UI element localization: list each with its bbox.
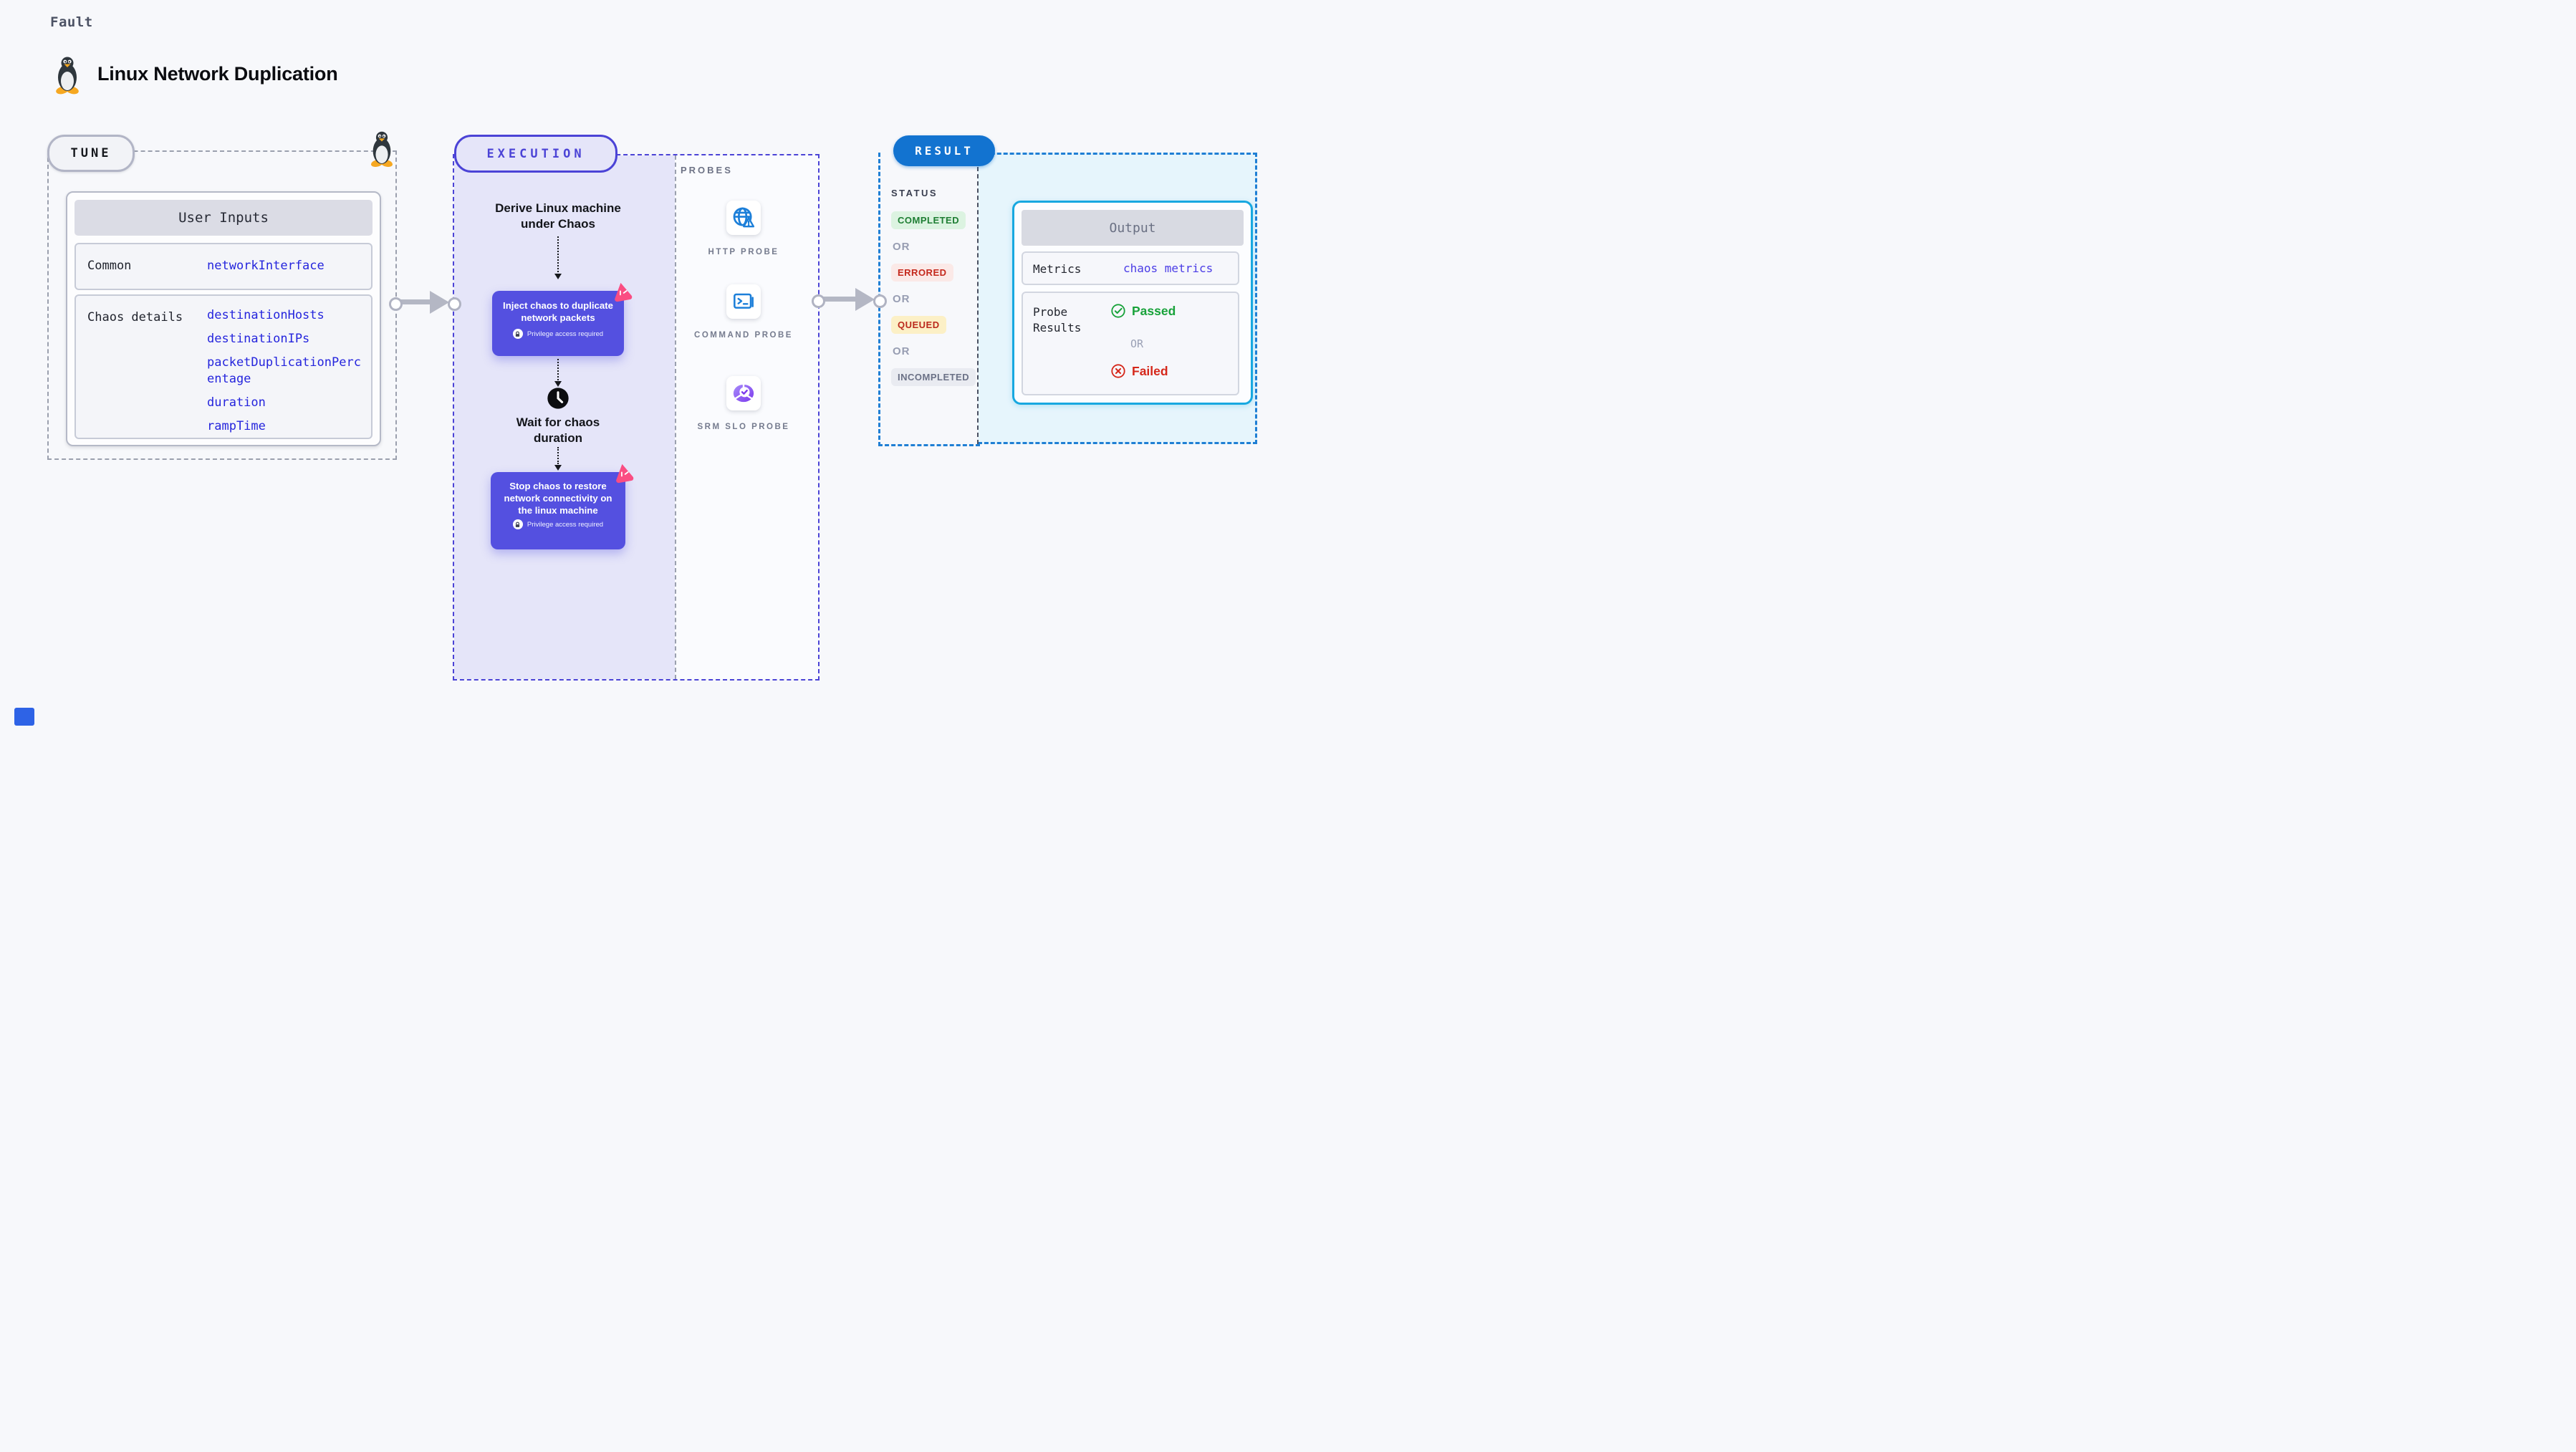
status-badge-queued: QUEUED [891, 316, 946, 334]
srm-slo-probe-card [726, 376, 761, 410]
metrics-value: chaos metrics [1123, 261, 1213, 275]
inject-step-label: Inject chaos to duplicate network packet… [503, 300, 613, 323]
flow-arrow-head [554, 274, 562, 279]
slo-donut-icon [733, 383, 754, 403]
connector-circle [873, 294, 887, 308]
wait-step-label: Wait for chaos duration [516, 415, 600, 445]
status-badge-errored: ERRORED [891, 264, 953, 282]
user-inputs-header: User Inputs [75, 200, 373, 236]
input-value: rampTime [207, 419, 266, 433]
probe-label: SRM SLO PROBE [697, 423, 790, 431]
terminal-icon [734, 293, 754, 309]
input-value: packetDuplicationPercentage [207, 355, 361, 386]
connector-circle [448, 297, 461, 311]
x-circle-icon [1111, 364, 1125, 378]
command-probe-card [726, 284, 761, 319]
flow-arrow [557, 447, 559, 464]
globe-alert-icon [733, 207, 755, 228]
status-badge-completed: COMPLETED [891, 211, 966, 229]
probe-label: COMMAND PROBE [694, 331, 793, 340]
privilege-note: Privilege access required [527, 520, 604, 529]
inject-chaos-node: Inject chaos to duplicate network packet… [492, 282, 633, 356]
derive-step-label: Derive Linux machine under Chaos [495, 201, 621, 231]
probes-panel [675, 155, 818, 679]
input-row-chaos-details: Chaos details destinationHosts destinati… [75, 294, 373, 439]
check-circle-icon [1111, 304, 1125, 318]
probes-heading: PROBES [681, 165, 733, 176]
fault-kicker: Fault [50, 14, 93, 30]
input-value: duration [207, 395, 266, 410]
connector-circle [812, 294, 825, 308]
tux-penguin-icon [56, 57, 79, 95]
probe-results-row: Probe Results Passed OR Failed [1022, 292, 1239, 395]
connector-circle [389, 297, 403, 311]
tune-badge: TUNE [47, 135, 135, 172]
arrow-head [430, 291, 449, 314]
or-separator: OR [893, 345, 910, 357]
input-value: networkInterface [207, 259, 325, 273]
execution-badge: EXECUTION [454, 135, 617, 173]
stop-chaos-node: Stop chaos to restore network connectivi… [491, 463, 634, 549]
lock-icon [512, 329, 523, 339]
stop-step-label: Stop chaos to restore network connectivi… [504, 481, 612, 516]
output-header: Output [1022, 210, 1244, 246]
lock-icon [512, 519, 523, 529]
chaos-fault-diagram: Fault Linux Network Duplication TUNE Use… [0, 0, 1288, 726]
probe-results-label: Probe Results [1033, 305, 1082, 335]
privilege-note: Privilege access required [527, 330, 604, 338]
status-heading: STATUS [891, 188, 938, 198]
flow-arrow [557, 359, 559, 380]
arrow-tune-to-execution [395, 299, 431, 304]
chaos-fault-icon [615, 282, 633, 302]
input-row-common: Common networkInterface [75, 243, 373, 290]
input-row-label: Common [87, 259, 132, 273]
flow-arrow-head [554, 465, 562, 471]
input-row-label: Chaos details [87, 310, 183, 324]
execution-flow-background [454, 155, 675, 679]
output-card: Output Metrics chaos metrics Probe Resul… [1012, 201, 1253, 405]
arrow-execution-to-result [818, 297, 857, 302]
arrow-head [855, 288, 875, 311]
metrics-row: Metrics chaos metrics [1022, 251, 1239, 285]
status-output-divider [977, 153, 979, 444]
flow-arrow [557, 236, 559, 272]
flow-arrow-head [554, 381, 562, 387]
metrics-label: Metrics [1033, 262, 1082, 276]
clock-icon [547, 388, 569, 409]
page-title: Linux Network Duplication [97, 63, 338, 85]
chaos-fault-icon [616, 463, 634, 484]
or-separator: OR [1130, 337, 1144, 350]
failed-label: Failed [1132, 363, 1168, 378]
probe-label: HTTP PROBE [708, 248, 779, 256]
user-inputs-card: User Inputs Common networkInterface Chao… [66, 191, 381, 446]
status-badge-incompleted: INCOMPLETED [891, 368, 976, 386]
or-separator: OR [893, 293, 910, 305]
tux-penguin-icon [370, 131, 393, 168]
passed-label: Passed [1132, 303, 1176, 318]
input-value: destinationHosts [207, 308, 325, 322]
execution-section-frame [453, 154, 820, 681]
http-probe-card [726, 201, 761, 235]
input-value: destinationIPs [207, 332, 310, 346]
or-separator: OR [893, 241, 910, 253]
floating-widget-button[interactable] [14, 708, 34, 726]
result-badge: RESULT [893, 135, 995, 166]
